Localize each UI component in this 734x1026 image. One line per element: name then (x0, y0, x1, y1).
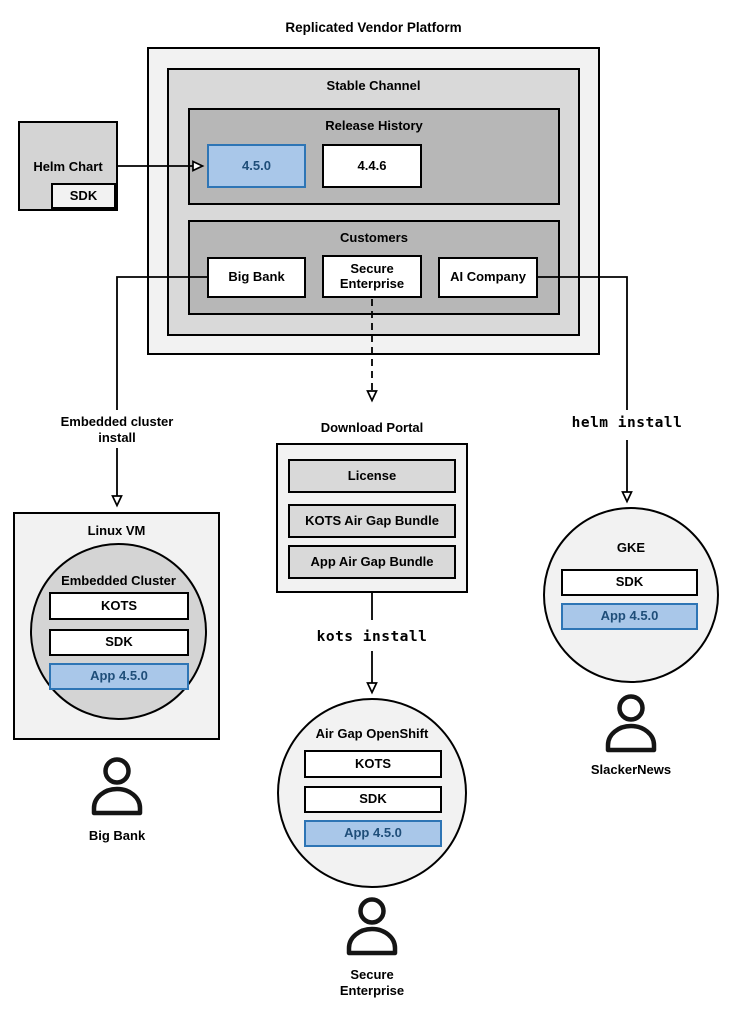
customer-big-bank: Big Bank (207, 257, 306, 298)
linux-vm-sdk-box: SDK (49, 629, 189, 656)
helm-install-label: helm install (571, 415, 683, 431)
gke-sdk-box: SDK (561, 569, 698, 596)
secure-enterprise-user-icon (344, 897, 400, 959)
customers-title: Customers (340, 230, 408, 245)
linux-vm-kots-box: KOTS (49, 592, 189, 620)
gke-circle: GKE SDK App 4.5.0 (543, 507, 719, 683)
download-portal-title: Download Portal (320, 420, 424, 435)
slackernews-user-label: SlackerNews (590, 762, 672, 777)
gke-app-box: App 4.5.0 (561, 603, 698, 630)
openshift-kots-box: KOTS (304, 750, 442, 778)
embedded-cluster-title: Embedded Cluster (61, 573, 176, 588)
portal-app-airgap-bundle-box: App Air Gap Bundle (288, 545, 456, 579)
gke-title: GKE (616, 540, 646, 555)
big-bank-user-icon (89, 757, 145, 819)
openshift-app-box: App 4.5.0 (304, 820, 442, 847)
linux-vm-title: Linux VM (87, 523, 146, 538)
linux-vm-app-box: App 4.5.0 (49, 663, 189, 690)
openshift-sdk-box: SDK (304, 786, 442, 813)
release-4-4-6: 4.4.6 (322, 144, 422, 188)
customer-secure-enterprise: Secure Enterprise (322, 255, 422, 298)
portal-kots-airgap-bundle-box: KOTS Air Gap Bundle (288, 504, 456, 538)
release-history-title: Release History (325, 118, 423, 133)
stable-channel-title: Stable Channel (326, 78, 421, 93)
secure-enterprise-user-label: Secure Enterprise (339, 967, 405, 999)
kots-install-label: kots install (316, 629, 428, 645)
air-gap-openshift-title: Air Gap OpenShift (315, 726, 429, 741)
linux-vm-box: Linux VM Embedded Cluster KOTS SDK App 4… (13, 512, 220, 740)
download-portal-box: License KOTS Air Gap Bundle App Air Gap … (276, 443, 468, 593)
helm-chart-box: Helm Chart SDK (18, 121, 118, 211)
platform-title: Replicated Vendor Platform (285, 20, 462, 35)
slackernews-user-icon (603, 694, 659, 756)
portal-license-box: License (288, 459, 456, 493)
helm-chart-sdk-box: SDK (51, 183, 116, 209)
embedded-cluster-install-label: Embedded cluster install (60, 414, 174, 446)
customer-ai-company: AI Company (438, 257, 538, 298)
release-4-5-0: 4.5.0 (207, 144, 306, 188)
helm-chart-label: Helm Chart (33, 159, 103, 174)
air-gap-openshift-circle: Air Gap OpenShift KOTS SDK App 4.5.0 (277, 698, 467, 888)
big-bank-user-label: Big Bank (88, 828, 146, 843)
